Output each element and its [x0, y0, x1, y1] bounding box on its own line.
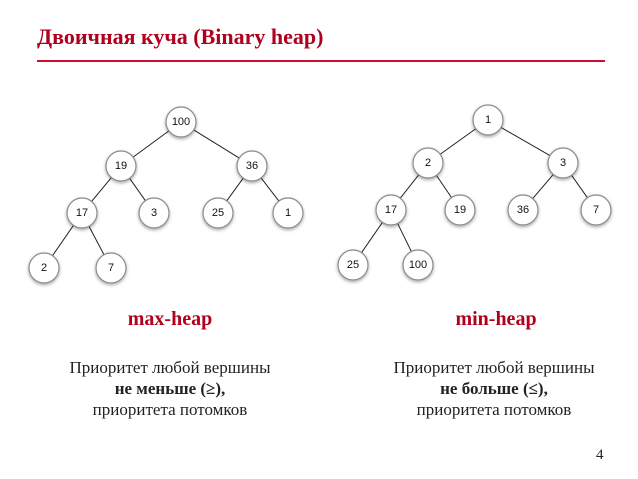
tree-edge — [226, 177, 244, 202]
min-heap-tree: 1 2 3 17 19 36 7 25 100 — [337, 104, 612, 281]
tree-node: 36 — [236, 150, 268, 182]
node-circle — [472, 104, 504, 136]
tree-edge — [399, 174, 420, 199]
tree-edge — [532, 174, 554, 199]
node-circle — [337, 249, 369, 281]
node-value: 3 — [560, 157, 566, 169]
tree-edge — [88, 226, 105, 255]
node-value: 17 — [385, 204, 397, 216]
tree-edge — [397, 223, 412, 252]
tree-edge — [129, 177, 146, 202]
tree-node: 2 — [412, 147, 444, 179]
node-circle — [580, 194, 612, 226]
node-circle — [402, 249, 434, 281]
min-heap-description: Приоритет любой вершины не больше (≤), п… — [354, 357, 634, 420]
tree-edge — [436, 175, 452, 198]
min-heap-desc-line-1: Приоритет любой вершины — [393, 358, 595, 377]
node-value: 2 — [425, 157, 431, 169]
node-value: 1 — [485, 114, 491, 126]
node-circle — [375, 194, 407, 226]
min-heap-desc-line-3: приоритета потомков — [416, 400, 572, 419]
node-value: 7 — [593, 204, 599, 216]
max-heap-tree: 100 19 36 17 3 25 1 2 7 — [28, 106, 304, 284]
node-value: 36 — [246, 160, 258, 172]
tree-edge — [193, 129, 240, 159]
tree-node: 25 — [337, 249, 369, 281]
node-value: 3 — [151, 207, 157, 219]
node-value: 19 — [115, 160, 127, 172]
tree-edge — [361, 222, 383, 253]
max-heap-description: Приоритет любой вершины не меньше (≥), п… — [30, 357, 310, 420]
tree-node: 3 — [547, 147, 579, 179]
node-circle — [202, 197, 234, 229]
node-circle — [412, 147, 444, 179]
tree-node: 17 — [66, 197, 98, 229]
tree-node: 1 — [272, 197, 304, 229]
tree-edge — [91, 177, 112, 202]
node-value: 25 — [347, 259, 359, 271]
node-circle — [165, 106, 197, 138]
node-value: 25 — [212, 207, 224, 219]
tree-edge — [52, 225, 74, 256]
tree-node: 1 — [472, 104, 504, 136]
max-heap-desc-line-1: Приоритет любой вершины — [69, 358, 271, 377]
max-heap-label: max-heap — [127, 308, 213, 330]
node-circle — [105, 150, 137, 182]
max-heap-edges — [52, 129, 280, 256]
min-heap-edges — [361, 127, 588, 253]
tree-edge — [439, 128, 477, 155]
tree-node: 7 — [95, 252, 127, 284]
tree-node: 36 — [507, 194, 539, 226]
node-circle — [507, 194, 539, 226]
tree-node: 2 — [28, 252, 60, 284]
node-value: 100 — [172, 116, 190, 128]
node-circle — [444, 194, 476, 226]
node-circle — [547, 147, 579, 179]
tree-node: 100 — [165, 106, 197, 138]
slide-title: Двоичная куча (Binary heap) — [37, 24, 324, 49]
max-heap-desc-line-2: не меньше (≥), — [114, 379, 226, 398]
tree-node: 17 — [375, 194, 407, 226]
tree-node: 25 — [202, 197, 234, 229]
node-value: 1 — [285, 207, 291, 219]
node-value: 2 — [41, 262, 47, 274]
node-circle — [272, 197, 304, 229]
tree-node: 19 — [444, 194, 476, 226]
tree-node: 19 — [105, 150, 137, 182]
tree-node: 100 — [402, 249, 434, 281]
title-underline — [37, 60, 605, 62]
min-heap-desc-line-2: не больше (≤), — [440, 379, 548, 398]
tree-node: 3 — [138, 197, 170, 229]
node-value: 7 — [108, 262, 114, 274]
tree-edge — [500, 127, 551, 156]
node-circle — [66, 197, 98, 229]
node-value: 17 — [76, 207, 88, 219]
node-circle — [28, 252, 60, 284]
tree-edge — [571, 174, 588, 199]
node-value: 19 — [454, 204, 466, 216]
node-value: 100 — [409, 259, 427, 271]
node-circle — [138, 197, 170, 229]
tree-edge — [260, 177, 280, 202]
node-circle — [236, 150, 268, 182]
node-value: 36 — [517, 204, 529, 216]
tree-edge — [132, 130, 170, 158]
node-circle — [95, 252, 127, 284]
max-heap-desc-line-3: приоритета потомков — [92, 400, 248, 419]
tree-node: 7 — [580, 194, 612, 226]
min-heap-label: min-heap — [455, 308, 537, 330]
page-number: 4 — [596, 447, 604, 463]
